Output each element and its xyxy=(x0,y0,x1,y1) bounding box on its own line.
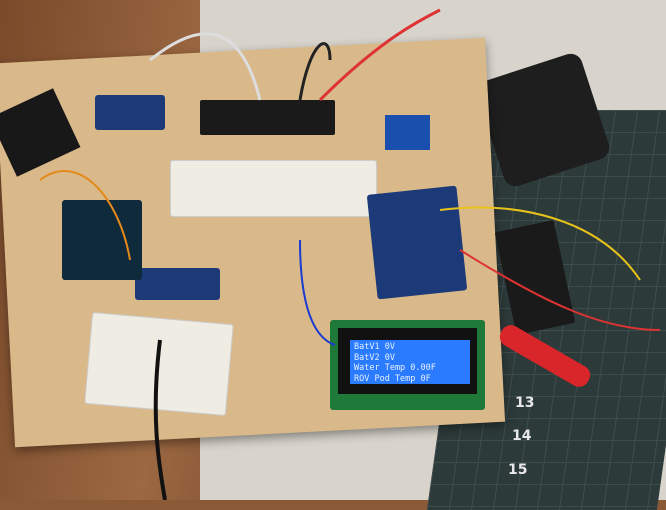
wire-blue xyxy=(299,239,336,346)
wire-red-2 xyxy=(459,249,661,331)
wire-red xyxy=(318,8,441,102)
arduino-uno xyxy=(62,200,142,280)
wire-white xyxy=(149,32,262,101)
wire-black xyxy=(298,42,332,101)
mat-number-14: 14 xyxy=(512,428,532,444)
wire-black-cable xyxy=(153,339,167,500)
servo-driver-board xyxy=(95,95,165,130)
wire-yellow xyxy=(439,206,641,281)
pwm-driver-board xyxy=(135,268,220,300)
lcd-line-3: Water Temp 0.00F xyxy=(354,363,436,373)
mat-number-13: 13 xyxy=(515,395,535,411)
lcd-line-1: BatV1 0V xyxy=(354,342,395,352)
wire-orange xyxy=(39,170,131,261)
sensor-board xyxy=(385,115,430,150)
lcd-line-2: BatV2 0V xyxy=(354,352,395,363)
lcd-line-4: ROV Pod Temp 0F xyxy=(354,373,431,384)
terminal-strip xyxy=(200,100,335,135)
breadboard-main xyxy=(170,160,377,217)
mat-number-15: 15 xyxy=(508,462,528,478)
